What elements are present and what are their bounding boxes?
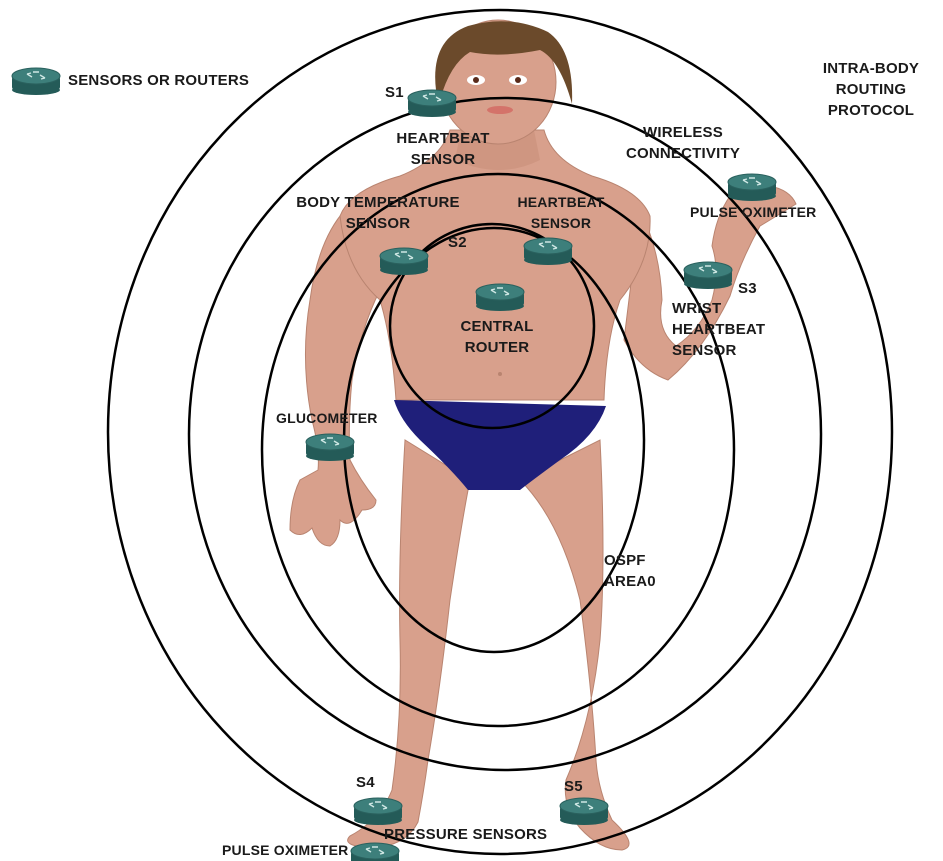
heartbeat-chest-line-1: HEARTBEAT xyxy=(496,192,626,213)
heartbeat-chest-line-2: SENSOR xyxy=(496,213,626,234)
pressure-sensors-label: PRESSURE SENSORS xyxy=(384,824,547,845)
legend-router-icon xyxy=(12,68,60,95)
wireless-connectivity-label: WIRELESS CONNECTIVITY xyxy=(598,122,768,164)
intra-body-line-2: ROUTING xyxy=(796,79,943,100)
router-pulse-oximeter-foot xyxy=(351,843,399,861)
s5-label: S5 xyxy=(564,776,583,797)
wireless-line-2: CONNECTIVITY xyxy=(598,143,768,164)
wrist-line-2: HEARTBEAT xyxy=(672,319,765,340)
router-body-temp xyxy=(380,248,428,275)
router-pulse-oximeter-hand xyxy=(728,174,776,201)
wrist-line-1: WRIST xyxy=(672,298,765,319)
pulse-oximeter-hand-label: PULSE OXIMETER xyxy=(690,202,816,223)
heartbeat-head-line-2: SENSOR xyxy=(368,149,518,170)
router-glucometer xyxy=(306,434,354,461)
wrist-line-3: SENSOR xyxy=(672,340,765,361)
navel xyxy=(498,372,502,376)
heartbeat-head-line-1: HEARTBEAT xyxy=(368,128,518,149)
router-s1 xyxy=(408,90,456,117)
router-central xyxy=(476,284,524,311)
mouth xyxy=(487,106,513,114)
intra-body-line-1: INTRA-BODY xyxy=(796,58,943,79)
s2-label: S2 xyxy=(448,232,467,253)
s3-label: S3 xyxy=(738,278,757,299)
s1-label: S1 xyxy=(385,82,404,103)
heartbeat-head-label: HEARTBEAT SENSOR xyxy=(368,128,518,170)
central-router-label: CENTRAL ROUTER xyxy=(432,316,562,358)
router-heartbeat-chest xyxy=(524,238,572,265)
wrist-heartbeat-label: WRIST HEARTBEAT SENSOR xyxy=(672,298,765,361)
central-router-line-2: ROUTER xyxy=(432,337,562,358)
ospf-area-label: OSPF AREA0 xyxy=(604,550,656,592)
right-pupil xyxy=(515,77,521,83)
router-s3 xyxy=(684,262,732,289)
wireless-line-1: WIRELESS xyxy=(598,122,768,143)
central-router-line-1: CENTRAL xyxy=(432,316,562,337)
glucometer-label: GLUCOMETER xyxy=(276,408,378,429)
left-pupil xyxy=(473,77,479,83)
pulse-oximeter-foot-label: PULSE OXIMETER xyxy=(222,840,348,861)
intra-body-line-3: PROTOCOL xyxy=(796,100,943,121)
intra-body-routing-label: INTRA-BODY ROUTING PROTOCOL xyxy=(796,58,943,121)
heartbeat-chest-label: HEARTBEAT SENSOR xyxy=(496,192,626,234)
ospf-line-2: AREA0 xyxy=(604,571,656,592)
router-s5 xyxy=(560,798,608,825)
legend-label: SENSORS OR ROUTERS xyxy=(68,70,249,91)
body-temp-line-1: BODY TEMPERATURE xyxy=(268,192,488,213)
s4-label: S4 xyxy=(356,772,375,793)
ospf-line-1: OSPF xyxy=(604,550,656,571)
router-s4 xyxy=(354,798,402,825)
body-temperature-label: BODY TEMPERATURE SENSOR xyxy=(268,192,488,234)
body-temp-line-2: SENSOR xyxy=(268,213,488,234)
